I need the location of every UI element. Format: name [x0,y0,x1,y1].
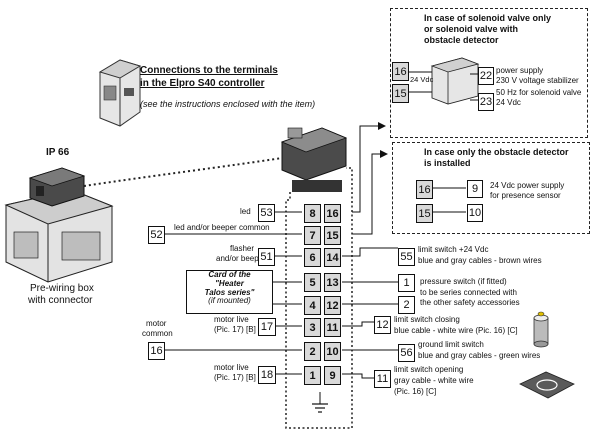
power-supply-line-2: 230 V voltage stabilizer [496,76,579,85]
label-pressure-line-1: pressure switch (if fitted) [420,277,507,286]
label-opening-line-3: (Pic. 16) [C] [394,387,437,396]
wire-12: 12 [374,316,391,334]
solenoid-terminal-22: 22 [478,67,494,85]
instructions-note: (see the instructions enclosed with the … [140,99,316,109]
obstacle-title-line-2: is installed [424,158,471,168]
obstacle-terminal-10: 10 [467,204,483,222]
card-line-1: Card of the [208,270,251,279]
terminal-11: 11 [324,318,341,337]
solenoid-supply-line-1: 50 Hz for solenoid valve [496,88,582,97]
terminal-6: 6 [304,248,321,267]
ground-icon [312,392,328,413]
wire-51: 51 [258,248,275,266]
label-motor-live-1-line-2: (Pic. 17) [B] [214,325,256,334]
terminal-7: 7 [304,226,321,245]
terminal-3: 3 [304,318,321,337]
label-limit-24-line-2: blue and gray cables - brown wires [418,256,542,265]
wire-56: 56 [398,344,415,362]
obstacle-terminal-9: 9 [467,180,483,198]
solenoid-title-line-1: In case of solenoid valve only [424,13,552,23]
solenoid-voltage: 24 Vdc [410,75,434,84]
terminal-2: 2 [304,342,321,361]
label-opening-line-2: gray cable - white wire [394,376,474,385]
solenoid-terminal-23: 23 [478,93,494,111]
controller-icon [98,59,142,127]
limit-switch-drawing [533,311,549,348]
solenoid-terminal-16: 16 [392,62,409,81]
wire-53: 53 [258,204,275,222]
solenoid-title-line-3: obstacle detector [424,35,499,45]
wire-18: 18 [258,366,276,384]
terminal-9: 9 [324,366,341,385]
solenoid-terminal-15: 15 [392,84,409,103]
ip-rating: IP 66 [46,147,70,158]
label-led: led [240,207,251,216]
obstacle-desc-line-2: for presence sensor [490,191,561,200]
terminal-15: 15 [324,226,341,245]
wire-17: 17 [258,318,276,336]
terminal-16: 16 [324,204,341,223]
obstacle-terminal-16: 16 [416,180,433,199]
wire-11: 11 [374,370,391,388]
solenoid-supply-line-2: 24 Vdc [496,98,521,107]
label-pressure-line-3: the other safety accessories [420,298,520,307]
label-closing-line-1: limit switch closing [394,315,460,324]
label-opening-line-1: limit switch opening [394,365,464,374]
wire-55: 55 [398,248,415,266]
obstacle-panel [392,142,590,234]
terminal-8: 8 [304,204,321,223]
label-motor-live-2-line-2: (Pic. 17) [B] [214,373,256,382]
pre-wiring-box-drawing [4,167,114,283]
connector-drawing [280,127,348,192]
obstacle-terminal-15: 15 [416,204,433,223]
terminal-4: 4 [304,296,321,315]
title-line-1: Connections to the terminals [140,65,278,76]
terminal-5: 5 [304,273,321,292]
wire-52: 52 [148,226,165,244]
title-line-2: in the Elpro S40 controller [140,78,265,89]
label-flasher-line-2: and/or beeper [216,254,266,263]
label-motor-common-line-1: motor [146,319,167,328]
label-motor-live-1-line-1: motor live [214,315,249,324]
obstacle-title-line-1: In case only the obstacle detector [424,147,569,157]
limit-switch-plate-drawing [519,371,575,399]
label-flasher-line-1: flasher [230,244,255,253]
label-motor-common-line-2: common [142,329,173,338]
terminal-12: 12 [324,296,341,315]
label-motor-live-2-line-1: motor live [214,363,249,372]
wire-2: 2 [398,296,415,314]
obstacle-desc-line-1: 24 Vdc power supply [490,181,565,190]
label-closing-line-2: blue cable - white wire (Pic. 16) [C] [394,326,518,335]
card-line-3: Talos series" [204,287,255,297]
solenoid-valve-drawing [430,57,480,105]
terminal-1: 1 [304,366,321,385]
label-pressure-line-2: to be series connected with [420,288,517,297]
solenoid-title-line-2: or solenoid valve with [424,24,519,34]
card-line-2: "Heater [215,278,244,288]
wire-16: 16 [148,342,165,360]
label-ground-line-1: ground limit switch [418,340,484,349]
box-caption-line-2: with connector [28,295,93,306]
label-led-common: led and/or beeper common [174,223,270,232]
terminal-10: 10 [324,342,341,361]
terminal-14: 14 [324,248,341,267]
terminal-13: 13 [324,273,341,292]
box-caption-line-1: Pre-wiring box [30,283,94,294]
wire-1: 1 [398,274,415,292]
card-line-4: (if mounted) [208,296,251,306]
label-limit-24-line-1: limit switch +24 Vdc [418,245,489,254]
label-ground-line-2: blue and gray cables - green wires [418,351,541,360]
heater-card-box: Card of the "Heater Talos series" (if mo… [186,270,273,314]
power-supply-line-1: power supply [496,66,544,75]
solenoid-panel [390,8,588,138]
